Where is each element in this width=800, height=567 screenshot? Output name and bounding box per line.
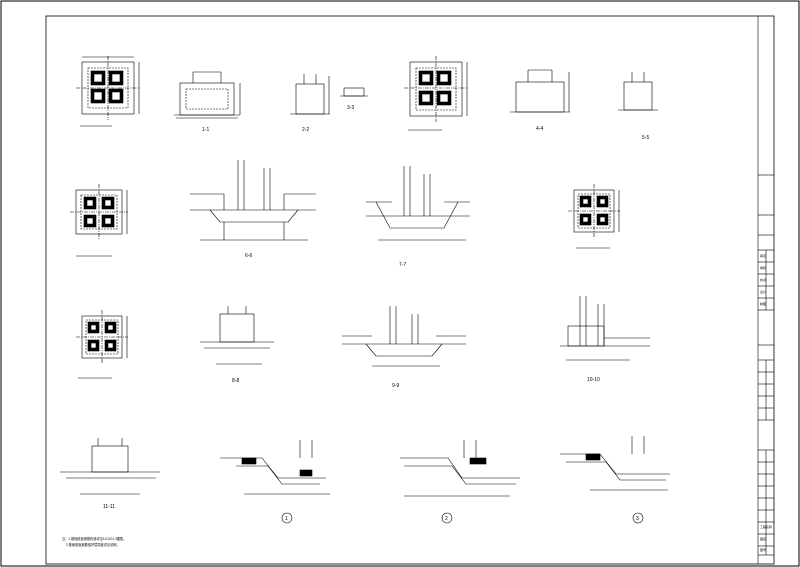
- note-line-1: 注：1.基础底板钢筋构造详见11G101-3图集。: [62, 536, 126, 541]
- tb-row-5: 制图: [760, 301, 766, 306]
- section-3-3: [340, 87, 368, 97]
- section-2-2-label: 2-2: [302, 127, 309, 133]
- tb-row-4: 设计: [760, 289, 766, 294]
- detail-1-number: 1: [285, 516, 288, 522]
- detail-1: [220, 440, 330, 495]
- section-11-11-label: 11-11: [103, 504, 115, 510]
- section-11-11: [60, 438, 160, 495]
- section-10-10: [560, 296, 650, 361]
- detail-3-number: 3: [636, 516, 639, 522]
- detail-3-mark: [632, 512, 644, 524]
- section-3-3-label: 3-3: [347, 105, 354, 111]
- section-8-8-label: 8-8: [232, 378, 239, 384]
- tb-number-label: 图号: [760, 547, 766, 552]
- section-9-9-label: 9-9: [392, 383, 399, 389]
- inner-frame: [45, 15, 775, 565]
- pile-cap-plan-a: [76, 56, 140, 120]
- tb-row-1: 审定: [760, 253, 766, 258]
- pile-cap-plan-c: [70, 184, 128, 240]
- section-1-1: [174, 71, 241, 119]
- section-2-2: [290, 74, 330, 115]
- section-4-4: [510, 69, 570, 113]
- section-8-8: [200, 306, 274, 365]
- section-4-4-label: 4-4: [536, 126, 543, 132]
- section-5-5: [618, 72, 658, 111]
- section-9-9: [342, 306, 466, 367]
- detail-3: [560, 436, 670, 491]
- detail-2-mark: [441, 512, 453, 524]
- tb-row-2: 审核: [760, 265, 766, 270]
- note-line-2: 2.基础底板钢筋保护层厚度详见说明。: [66, 542, 120, 547]
- pile-cap-plan-e: [76, 310, 128, 364]
- section-6-6: [190, 160, 316, 241]
- section-1-1-label: 1-1: [202, 127, 209, 133]
- section-7-7-label: 7-7: [399, 262, 406, 268]
- pile-cap-plan-d: [568, 184, 620, 238]
- detail-2: [400, 440, 520, 497]
- tb-row-3: 校对: [760, 277, 766, 282]
- title-block: [757, 16, 774, 564]
- section-7-7: [366, 166, 470, 241]
- section-10-10-label: 10-10: [587, 377, 600, 383]
- section-6-6-label: 6-6: [245, 253, 252, 259]
- tb-project-label: 工程名称: [760, 524, 772, 529]
- pile-cap-plan-b: [404, 56, 468, 122]
- tb-drawing-label: 图名: [760, 536, 766, 541]
- detail-2-number: 2: [445, 516, 448, 522]
- detail-1-mark: [281, 512, 293, 524]
- section-5-5-label: 5-5: [642, 135, 649, 141]
